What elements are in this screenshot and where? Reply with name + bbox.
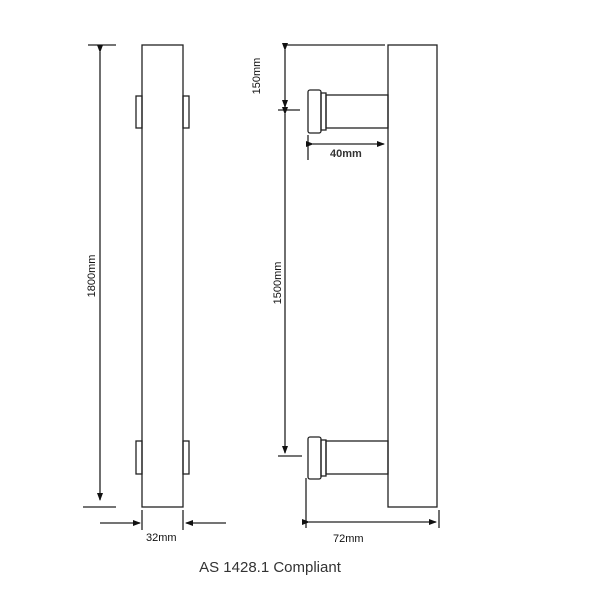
compliance-caption: AS 1428.1 Compliant xyxy=(199,559,341,576)
front-view-tab xyxy=(182,440,190,475)
standoff-ring-bottom xyxy=(320,439,327,477)
front-view-bar xyxy=(141,44,184,508)
front-view-tab xyxy=(182,95,190,129)
standoff-ring-top xyxy=(320,92,327,131)
label-40: 40mm xyxy=(330,148,362,160)
label-72: 72mm xyxy=(333,533,364,545)
front-view-tab xyxy=(135,440,143,475)
standoff-cap-top xyxy=(307,89,322,134)
label-32: 32mm xyxy=(146,532,177,544)
standoff-rod-bottom xyxy=(325,440,389,475)
side-view-bar xyxy=(387,44,438,508)
label-1800: 1800mm xyxy=(86,254,98,298)
standoff-cap-bottom xyxy=(307,436,322,480)
front-view-tab xyxy=(135,95,143,129)
standoff-rod-top xyxy=(325,94,389,129)
label-150: 150mm xyxy=(251,57,263,95)
label-1500: 1500mm xyxy=(272,261,284,305)
